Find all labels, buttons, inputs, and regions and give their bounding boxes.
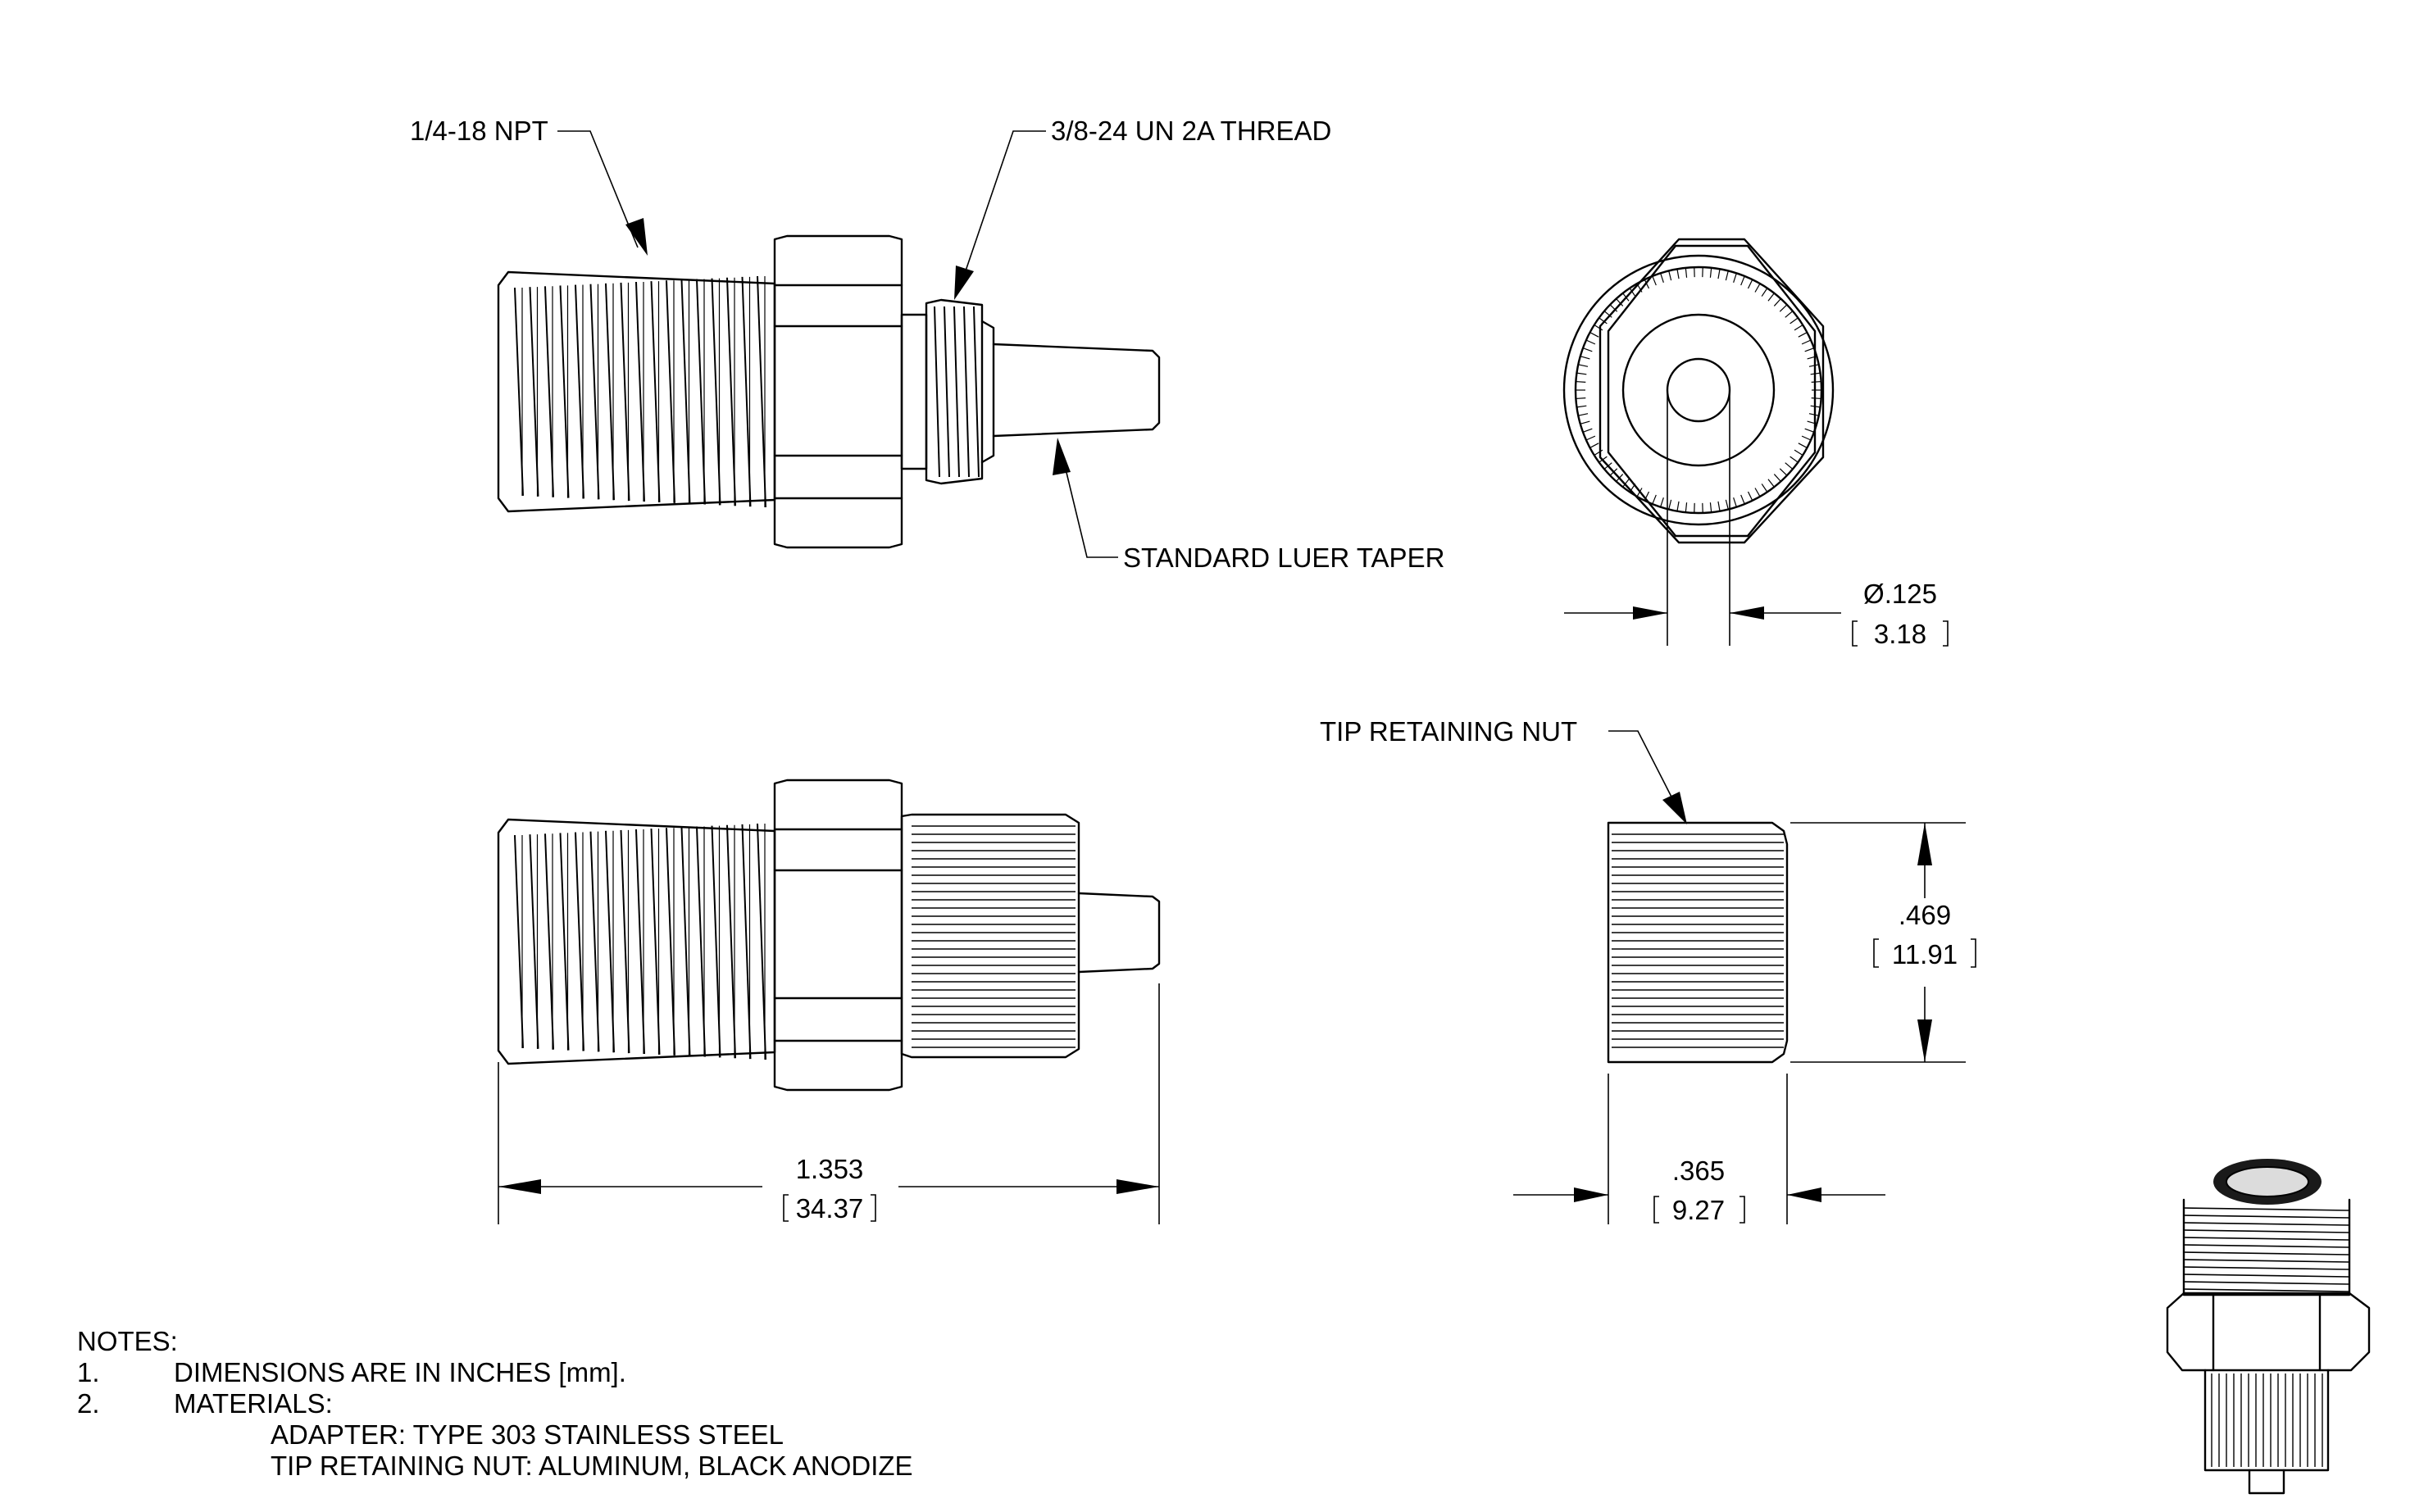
end-view: Ø.125 3.18 — [1562, 238, 1949, 649]
nut-length-mm: 9.27 — [1672, 1195, 1725, 1225]
isometric-view — [2166, 1159, 2371, 1495]
npt-thread-lines-2 — [514, 823, 766, 1060]
overall-length-inch: 1.353 — [796, 1154, 864, 1184]
overall-length-mm: 34.37 — [796, 1193, 864, 1224]
note-2-text: MATERIALS: — [174, 1388, 333, 1419]
un-thread-lines — [934, 306, 980, 478]
notes-block: NOTES: 1. DIMENSIONS ARE IN INCHES [mm].… — [77, 1326, 913, 1481]
bore-diameter-mm: 3.18 — [1874, 619, 1926, 649]
un-thread — [925, 298, 984, 485]
tip-nut-side — [900, 813, 1080, 1059]
note-1-number: 1. — [77, 1357, 100, 1387]
tip-retaining-nut-view: TIP RETAINING NUT .469 11.91 .365 9.27 — [1320, 716, 1976, 1225]
nut-height-inch: .469 — [1899, 900, 1951, 930]
material-tip-nut: TIP RETAINING NUT: ALUMINUM, BLACK ANODI… — [271, 1451, 913, 1481]
nut-length-inch: .365 — [1672, 1156, 1725, 1186]
bore-diameter-inch: Ø.125 — [1863, 579, 1937, 609]
npt-callout: 1/4-18 NPT — [410, 116, 648, 256]
un-thread-callout: 3/8-24 UN 2A THREAD — [954, 116, 1331, 300]
nut-height-mm: 11.91 — [1892, 939, 1958, 969]
luer-tip — [992, 343, 1161, 438]
side-view-without-nut — [497, 234, 1161, 549]
un-thread-label: 3/8-24 UN 2A THREAD — [1051, 116, 1331, 146]
nut-knurl-lines — [912, 825, 1076, 1048]
luer-label: STANDARD LUER TAPER — [1123, 543, 1444, 573]
material-adapter: ADAPTER: TYPE 303 STAINLESS STEEL — [271, 1419, 784, 1450]
tip-nut-body — [1607, 821, 1789, 1064]
npt-label: 1/4-18 NPT — [410, 116, 548, 146]
notes-heading: NOTES: — [77, 1326, 178, 1356]
tip-nut-label: TIP RETAINING NUT — [1320, 716, 1577, 747]
tip-nut-knurl-lines — [1612, 833, 1784, 1048]
knurl-ring — [1576, 267, 1821, 513]
npt-thread-lines — [514, 275, 766, 508]
note-1-text: DIMENSIONS ARE IN INCHES [mm]. — [174, 1357, 626, 1387]
luer-callout: STANDARD LUER TAPER — [1053, 438, 1444, 573]
hex-body — [773, 234, 903, 549]
side-view-with-nut: 1.353 34.37 — [497, 779, 1161, 1224]
note-2-number: 2. — [77, 1388, 100, 1419]
